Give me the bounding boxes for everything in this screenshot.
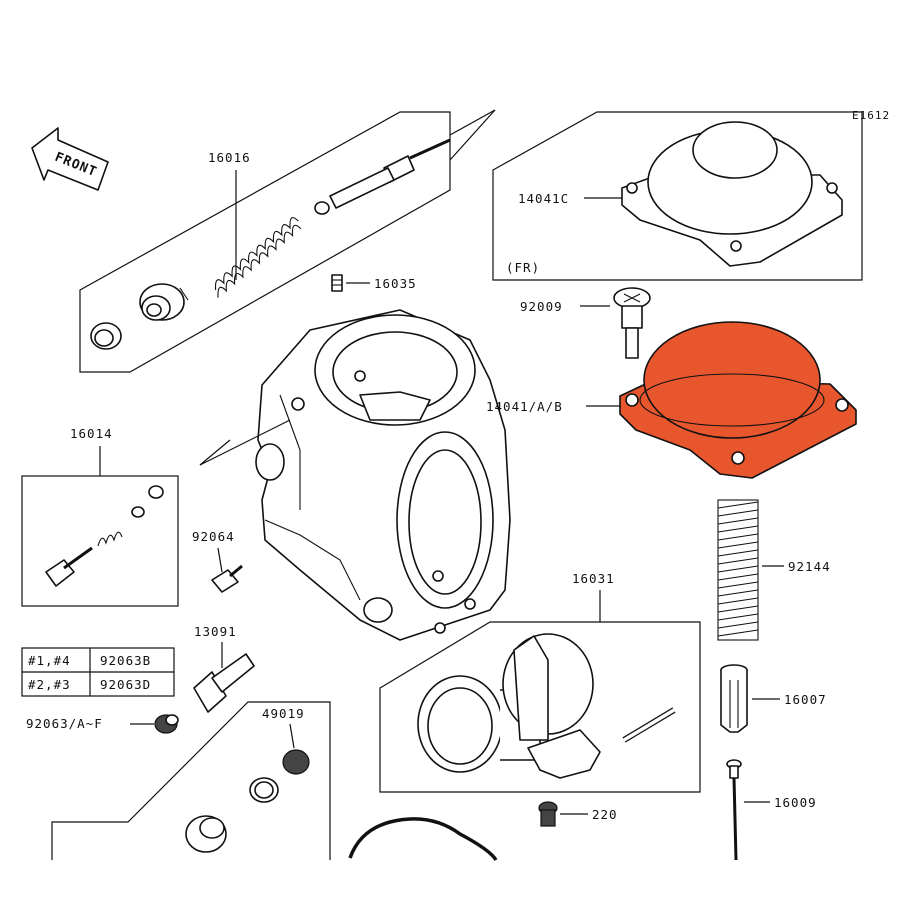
pilot-washer bbox=[131, 506, 145, 518]
spring-92144: 92144 bbox=[717, 499, 831, 641]
pilot-spring bbox=[97, 531, 123, 547]
label-16007: 16007 bbox=[784, 692, 827, 707]
leader-body-left-2 bbox=[199, 439, 231, 466]
label-92063a: 92063/A~F bbox=[26, 716, 103, 731]
label-16035: 16035 bbox=[374, 276, 417, 291]
float bbox=[417, 633, 594, 773]
screw-92009: 92009 bbox=[520, 287, 651, 359]
label-92009: 92009 bbox=[520, 299, 563, 314]
jet-needle bbox=[314, 138, 451, 215]
needle-jet-13091: 13091 bbox=[193, 624, 255, 713]
label-13091: 13091 bbox=[194, 624, 237, 639]
cover-dome bbox=[643, 321, 821, 439]
vacuum-chamber-cover-highlighted: 14041/A/B bbox=[486, 321, 857, 479]
float-pin bbox=[623, 708, 675, 742]
label-49019: 49019 bbox=[262, 706, 305, 721]
label-16009: 16009 bbox=[774, 795, 817, 810]
label-14041ab: 14041/A/B bbox=[486, 399, 563, 414]
label-220: 220 bbox=[592, 807, 618, 822]
needle-washer bbox=[90, 322, 122, 350]
front-arrow-icon: FRONT bbox=[31, 127, 109, 191]
label-92064: 92064 bbox=[192, 529, 235, 544]
float-arm bbox=[527, 729, 601, 779]
needle-spring bbox=[214, 217, 302, 298]
label-16031: 16031 bbox=[572, 571, 615, 586]
label-16014: 16014 bbox=[70, 426, 113, 441]
plug-49019 bbox=[282, 749, 310, 775]
main-jet-92063: 92063/A~F bbox=[26, 714, 179, 734]
jet-needle-16009: 16009 bbox=[726, 759, 817, 861]
main-jet-table: #1,#4 92063B #2,#3 92063D bbox=[21, 647, 175, 697]
table-row-1-part: 92063B bbox=[100, 653, 151, 668]
screw-92064: 92064 bbox=[192, 529, 243, 593]
needle-holder bbox=[139, 283, 189, 321]
diagram-code: E1612 bbox=[852, 109, 890, 122]
label-14041c: 14041C bbox=[518, 191, 569, 206]
cover-fr-group: 14041C (FR) bbox=[492, 111, 863, 281]
pilot-screw-group: 16014 bbox=[21, 426, 179, 607]
leader-body-left bbox=[199, 419, 291, 466]
float-assembly-group: 16031 bbox=[379, 571, 701, 793]
table-row-2-cyl: #2,#3 bbox=[28, 677, 71, 692]
table-row-2-part: 92063D bbox=[100, 677, 151, 692]
needle-jet-holder-16007: 16007 bbox=[720, 664, 827, 733]
float-bowl-gasket bbox=[348, 817, 498, 862]
vacuum-chamber-cover-fr bbox=[621, 121, 843, 267]
needle-assembly-group: 16016 bbox=[79, 109, 496, 373]
label-fr: (FR) bbox=[506, 260, 540, 275]
float-bowl-group: 49019 bbox=[51, 701, 331, 860]
screw-220: 220 bbox=[538, 801, 618, 827]
carburetor-body bbox=[255, 309, 511, 641]
screw-16035: 16035 bbox=[331, 274, 417, 292]
table-row-1-cyl: #1,#4 bbox=[28, 653, 71, 668]
pilot-o-ring bbox=[148, 485, 164, 499]
pilot-screw bbox=[45, 546, 93, 587]
label-16016: 16016 bbox=[208, 150, 251, 165]
label-92144: 92144 bbox=[788, 559, 831, 574]
